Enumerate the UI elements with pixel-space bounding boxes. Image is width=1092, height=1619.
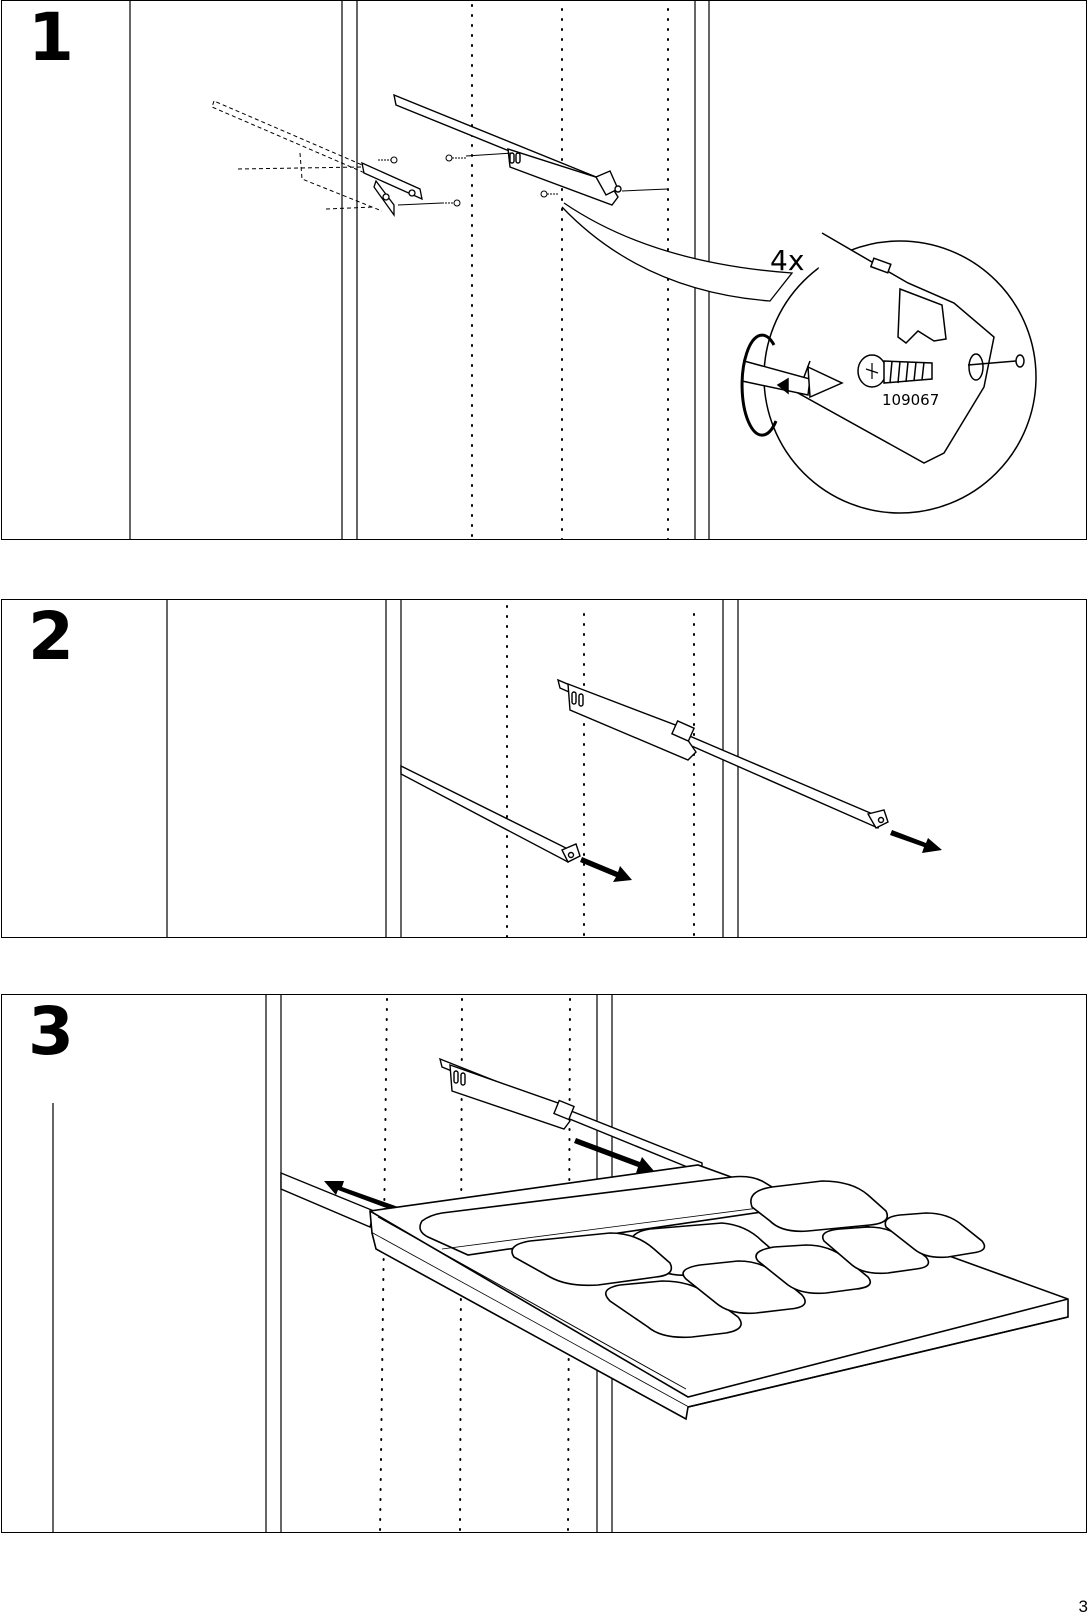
- step-number: 3: [28, 999, 72, 1065]
- hole-column: [380, 999, 387, 1533]
- step-1-panel: 1: [1, 0, 1087, 540]
- step-1-illustration: 4x 109067: [2, 1, 1087, 540]
- step-number: 2: [28, 604, 72, 670]
- quantity-label: 4x: [770, 244, 804, 277]
- organizer-tray: [370, 1165, 1068, 1419]
- step-2-panel: 2: [1, 599, 1087, 938]
- rail-main: [440, 1059, 702, 1173]
- page-number: 3: [1079, 1597, 1088, 1617]
- step-number: 1: [28, 5, 72, 71]
- step-3-illustration: [2, 995, 1087, 1533]
- arrow-icon: [580, 857, 632, 882]
- rail-left: [401, 766, 580, 862]
- part-number: 109067: [882, 391, 939, 409]
- step-3-panel: 3: [1, 994, 1087, 1533]
- arrow-icon: [890, 830, 942, 853]
- ghost-rail: [212, 101, 404, 211]
- rail-main: [394, 95, 621, 205]
- step-2-illustration: [2, 600, 1087, 938]
